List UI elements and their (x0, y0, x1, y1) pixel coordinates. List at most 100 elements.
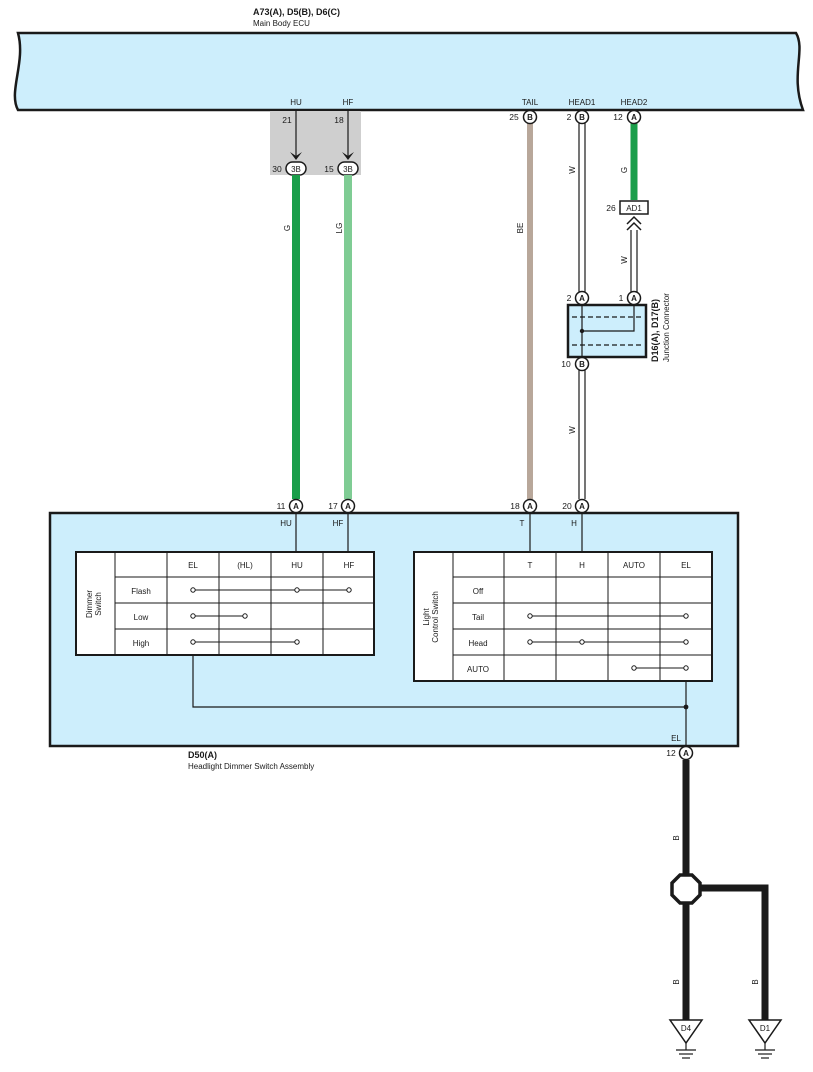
ecu-body (13, 31, 805, 112)
ecu-terminal-hu: HU (290, 98, 302, 107)
svg-text:20: 20 (562, 501, 572, 511)
svg-text:AD1: AD1 (626, 204, 642, 213)
svg-text:11: 11 (277, 501, 286, 511)
svg-text:A: A (579, 502, 585, 511)
switch-terminal-hu: HU (280, 519, 292, 528)
light-title-1: Light (422, 608, 431, 626)
switch-terminal-h: H (571, 519, 577, 528)
switch-terminal-hf: HF (333, 519, 344, 528)
svg-text:A: A (683, 749, 689, 758)
dimmer-switch-table (75, 551, 375, 656)
svg-text:18: 18 (510, 501, 520, 511)
ecu-pin-18: 18 (334, 115, 344, 125)
svg-text:3B: 3B (343, 165, 353, 174)
wire-label-tail: BE (516, 223, 525, 234)
wire-label-head1-top: W (568, 166, 577, 174)
light-col-h: H (579, 561, 585, 570)
dimmer-connections (190, 587, 352, 645)
pin-switch-20: A 20 (562, 498, 590, 514)
svg-text:A: A (579, 294, 585, 303)
svg-text:2: 2 (567, 293, 572, 303)
junction-internal-link (581, 305, 635, 332)
light-col-t: T (528, 561, 533, 570)
wire-label-ground-main: B (672, 835, 681, 840)
wire-label-ground-d4: B (672, 979, 681, 984)
ground-d4: D4 (668, 1019, 704, 1059)
svg-text:B: B (579, 360, 585, 369)
ecu-pin-21: 21 (282, 115, 292, 125)
light-row-head: Head (468, 639, 487, 648)
svg-text:A: A (293, 502, 299, 511)
ecu-connectors-label: A73(A), D5(B), D6(C) (253, 7, 340, 17)
svg-text:A: A (631, 113, 637, 122)
ad1-pin: 26 (606, 203, 616, 213)
svg-text:12: 12 (613, 112, 623, 122)
dimmer-col-hf: HF (344, 561, 355, 570)
wire-label-head2-top: G (620, 167, 629, 173)
light-row-auto: AUTO (467, 665, 489, 674)
dimmer-col-el: EL (188, 561, 198, 570)
svg-text:2: 2 (567, 112, 572, 122)
svg-text:1: 1 (619, 293, 624, 303)
junction-name-1: D16(A), D17(B) (650, 299, 660, 362)
inline-pin-30: 30 (272, 164, 282, 174)
dimmer-col-hu: HU (291, 561, 303, 570)
dimmer-title-1: Dimmer (85, 590, 94, 618)
wire-head2-white (630, 230, 638, 292)
ecu-terminal-head2: HEAD2 (621, 98, 648, 107)
pin-switch-12: A 12 (666, 745, 694, 761)
pin-ecu-tail: B 25 (509, 109, 538, 125)
svg-text:A: A (527, 502, 533, 511)
svg-text:B: B (527, 113, 533, 122)
svg-text:B: B (579, 113, 585, 122)
light-col-auto: AUTO (623, 561, 645, 570)
ecu-name-label: Main Body ECU (253, 19, 310, 28)
pin-switch-18: A 18 (510, 498, 538, 514)
ad1-connector (619, 200, 649, 215)
wire-head1-white-bottom (578, 370, 586, 499)
pin-ecu-head2: A 12 (613, 109, 642, 125)
svg-text:12: 12 (666, 748, 676, 758)
svg-text:25: 25 (509, 112, 519, 122)
inline-arrow-hf (342, 152, 354, 160)
wire-label-head1-bottom: W (568, 426, 577, 434)
switch-id-label: D50(A) (188, 750, 217, 760)
ecu-terminal-head1: HEAD1 (569, 98, 596, 107)
wire-label-ground-d1: B (751, 979, 760, 984)
ad1-chevron-icon (626, 215, 642, 231)
wire-label-head2-bottom: W (620, 256, 629, 264)
svg-text:10: 10 (561, 359, 571, 369)
light-row-off: Off (473, 587, 484, 596)
pin-junction-1: A 1 (619, 290, 642, 306)
svg-text:3B: 3B (291, 165, 301, 174)
ground-splice (670, 873, 702, 905)
ground-wires (682, 760, 769, 1020)
switch-terminal-t: T (520, 519, 525, 528)
ecu-terminal-hf: HF (343, 98, 354, 107)
el-common-line (192, 655, 687, 746)
ground-d1: D1 (747, 1019, 783, 1059)
svg-text:D1: D1 (760, 1024, 771, 1033)
ecu-terminal-tail: TAIL (522, 98, 539, 107)
inline-pin-15: 15 (324, 164, 334, 174)
inline-arrow-hu (290, 152, 302, 160)
dimmer-row-flash: Flash (131, 587, 151, 596)
pin-switch-11: A 11 (277, 498, 304, 514)
pin-junction-10: B 10 (561, 356, 590, 372)
dimmer-title-2: Switch (94, 592, 103, 616)
light-title-2: Control Switch (431, 591, 440, 643)
switch-terminal-el: EL (671, 734, 681, 743)
light-connections (527, 613, 689, 671)
wire-label-hu: G (283, 225, 292, 231)
dimmer-row-low: Low (134, 613, 149, 622)
svg-text:17: 17 (328, 501, 338, 511)
svg-text:A: A (345, 502, 351, 511)
svg-text:A: A (631, 294, 637, 303)
dimmer-row-high: High (133, 639, 149, 648)
light-row-tail: Tail (472, 613, 484, 622)
light-col-el: EL (681, 561, 691, 570)
wire-head1-white-top (578, 123, 586, 292)
junction-name-2: Junction Connector (662, 293, 671, 362)
switch-name-label: Headlight Dimmer Switch Assembly (188, 762, 314, 771)
